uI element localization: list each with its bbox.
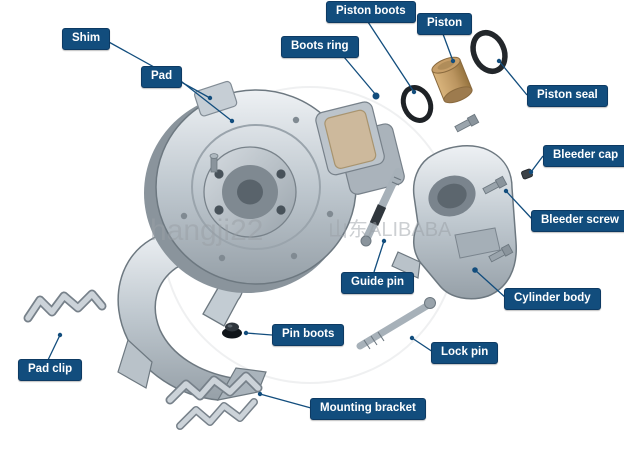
watermark-right: 山东ALIBABA [328, 218, 452, 241]
watermark-text: hangji22 山东ALIBABA [150, 214, 452, 247]
label-piston: Piston [417, 13, 473, 35]
brake-pads-part [315, 92, 405, 195]
label-pad: Pad [141, 66, 183, 88]
piston-seal-part [470, 29, 508, 75]
label-lock-pin: Lock pin [431, 342, 499, 364]
label-piston-seal: Piston seal [527, 85, 608, 107]
brake-disc-part [144, 89, 357, 293]
label-cylinder-body: Cylinder body [504, 288, 601, 310]
label-bleeder-screw: Bleeder screw [531, 210, 624, 232]
guide-pin-part [360, 168, 402, 247]
label-piston-boots: Piston boots [326, 1, 416, 23]
pad-clip-left-part [23, 289, 107, 323]
pin-boots-part [222, 322, 242, 339]
bleeder-screw-parts [454, 113, 514, 263]
label-pin-boots: Pin boots [272, 324, 345, 346]
label-guide-pin: Guide pin [341, 272, 415, 294]
label-shim: Shim [62, 28, 111, 50]
label-pad-clip: Pad clip [18, 359, 83, 381]
leader-lines [47, 21, 544, 409]
label-boots-ring: Boots ring [281, 36, 359, 58]
label-bleeder-cap: Bleeder cap [543, 145, 624, 167]
watermark-left: hangji22 [150, 214, 263, 247]
leader-dots [57, 58, 534, 397]
piston-boots-part [400, 85, 434, 123]
label-mounting-bracket: Mounting bracket [310, 398, 426, 420]
lock-pin-part [356, 297, 436, 350]
pad-clip-bottom-part [165, 371, 263, 430]
